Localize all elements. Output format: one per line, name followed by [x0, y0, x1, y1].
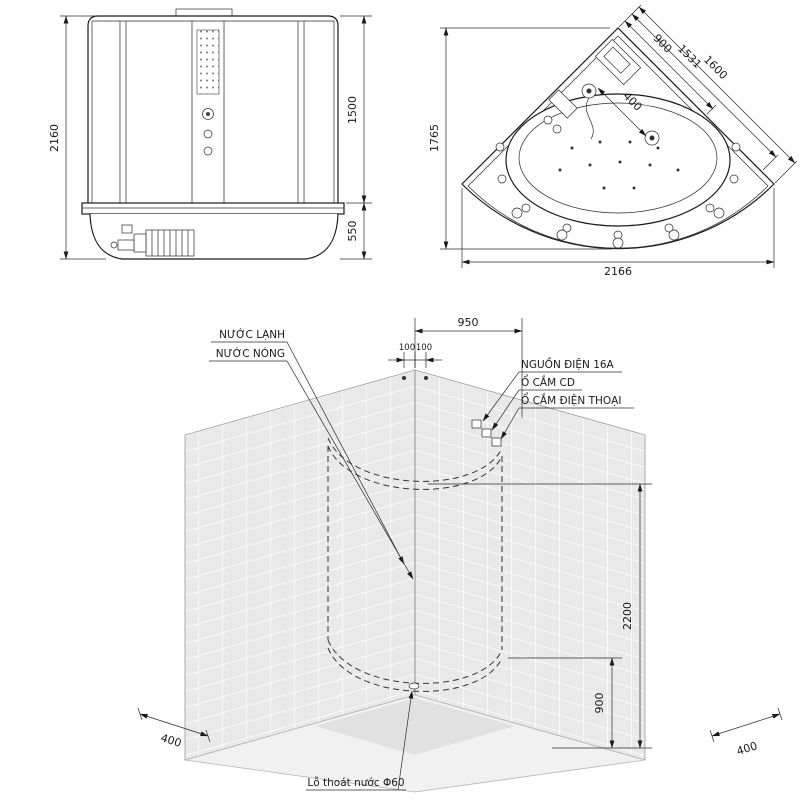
callout-power: NGUỒN ĐIỆN 16A	[482, 357, 622, 422]
power-socket	[471, 419, 482, 429]
callout-cold-water: NƯỚC LẠNH	[211, 328, 405, 565]
deck-jets	[511, 207, 725, 249]
dim-label-1531: 1531	[675, 42, 704, 71]
phone-socket-label: Ổ CẮM ĐIỆN THOẠI	[521, 392, 621, 407]
dim-label-100-left: 100	[399, 343, 415, 353]
callout-drain: Lỗ thoát nước Φ60	[306, 690, 414, 791]
drain-label: Lỗ thoát nước Φ60	[307, 776, 404, 789]
drain-hole	[408, 682, 420, 690]
cd-socket-label: Ổ CẮM CD	[521, 374, 575, 389]
left-tiled-wall	[184, 369, 416, 761]
water-supply-stubs	[402, 376, 428, 380]
callout-hot-water: NƯỚC NÓNG	[209, 347, 414, 580]
dim-2200: 2200	[428, 483, 652, 749]
callout-cd-socket: Ổ CẮM CD	[491, 374, 582, 431]
power-label: NGUỒN ĐIỆN 16A	[521, 357, 615, 371]
dim-total-height: 2160	[48, 15, 106, 260]
dim-label-400-left: 400	[159, 731, 183, 750]
dim-400-left: 400	[137, 707, 211, 750]
front-elevation-view: 2160 1500 550	[48, 8, 372, 260]
pump-unit	[110, 224, 195, 257]
dim-900: 900	[508, 657, 622, 749]
dim-950: 950	[414, 316, 523, 418]
control-knob	[203, 129, 213, 139]
jet-panel	[196, 29, 220, 156]
unit-floor-shadow	[315, 698, 515, 755]
dim-width-2166: 2166	[461, 188, 775, 278]
dim-label-400-right: 400	[735, 739, 759, 758]
control-knob	[203, 146, 213, 156]
cabin-outline	[87, 8, 339, 203]
dim-label-900: 900	[650, 32, 674, 56]
dim-label-2200: 2200	[621, 602, 634, 630]
power-sockets	[471, 419, 502, 447]
tub-base	[81, 202, 345, 260]
bubble-jets	[558, 140, 680, 190]
dim-400-right: 400	[709, 707, 783, 758]
dim-label-1765: 1765	[428, 124, 441, 152]
callout-phone-socket: Ổ CẮM ĐIỆN THOẠI	[500, 392, 634, 440]
right-tiled-wall	[414, 369, 646, 761]
cold-water-label: NƯỚC LẠNH	[219, 328, 285, 341]
dim-label-base-section: 550	[346, 221, 359, 242]
dim-label-100-right: 100	[416, 343, 432, 353]
cd-socket	[481, 428, 492, 438]
dim-label-900-height: 900	[593, 693, 606, 714]
dim-100-100: 100 100	[388, 343, 442, 368]
speaker-grille	[196, 29, 220, 95]
dim-label-1600: 1600	[701, 53, 730, 82]
right-dimensions: 1500 550	[340, 15, 372, 260]
dim-label-upper-section: 1500	[346, 96, 359, 124]
dim-depth-1765: 1765	[428, 27, 612, 250]
dim-label-2166: 2166	[604, 265, 632, 278]
isometric-installation-view: 950 100 100 2200 900 400	[137, 316, 783, 793]
hot-water-label: NƯỚC NÓNG	[216, 347, 285, 360]
phone-socket	[491, 437, 502, 447]
plan-top-view: 400 900 1531 1600 1765 2166	[428, 4, 798, 278]
dim-label-total-height: 2160	[48, 124, 61, 152]
dim-label-950: 950	[458, 316, 479, 329]
floor	[184, 694, 646, 793]
roof-vent	[175, 8, 233, 17]
